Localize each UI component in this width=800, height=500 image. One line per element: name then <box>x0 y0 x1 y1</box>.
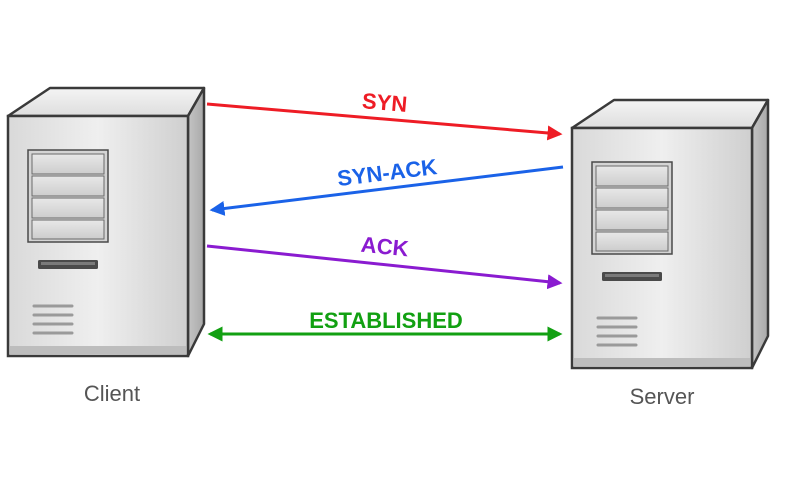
server-label: Server <box>630 384 695 409</box>
syn-ack-arrow <box>209 165 564 216</box>
syn-arrow <box>206 102 563 141</box>
syn-label: SYN <box>361 88 408 117</box>
established-label: ESTABLISHED <box>309 308 463 333</box>
ack-label: ACK <box>360 232 410 262</box>
server-server-icon <box>570 98 770 370</box>
client-label: Client <box>84 381 140 406</box>
client-server-icon <box>6 86 206 358</box>
ack-arrow <box>206 244 563 290</box>
